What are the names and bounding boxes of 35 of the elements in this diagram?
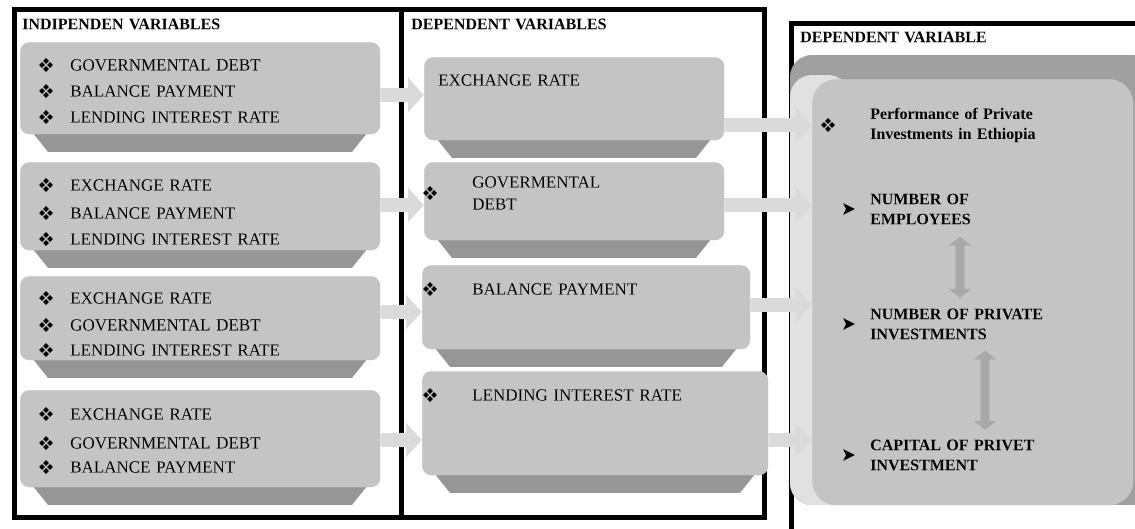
item-text: BALANCE PAYMENT — [70, 85, 235, 97]
item-text: LENDING INTEREST RATE — [70, 344, 279, 356]
item-text: BALANCE PAYMENT — [472, 283, 637, 295]
variable-box — [422, 265, 751, 367]
item-text: BALANCE PAYMENT — [70, 461, 235, 473]
item-text: NUMBER OF PRIVATE INVESTMENTS — [870, 308, 1043, 340]
item-text: GOVERMENTAL DEBT — [472, 176, 600, 210]
arrow — [973, 350, 997, 430]
item-text: LENDING INTEREST RATE — [70, 111, 279, 123]
item-text: CAPITAL OF PRIVET INVESTMENT — [870, 439, 1035, 471]
item-text: EXCHANGE RATE — [438, 74, 579, 86]
variable-box — [423, 162, 725, 258]
variable-box — [20, 390, 381, 505]
variable-box — [422, 371, 769, 493]
variable-box — [20, 42, 381, 152]
item-text: Performance of Private Investments in Ethiopia — [870, 107, 1036, 143]
item-text: EXCHANGE RATE — [70, 179, 211, 191]
heading: DEPENDENT VARIABLES — [411, 18, 606, 30]
arrow — [948, 236, 972, 298]
variable-box — [424, 57, 725, 158]
heading: INDIPENDEN VARIABLES — [22, 18, 220, 30]
item-text: LENDING INTEREST RATE — [472, 389, 681, 401]
variable-box — [20, 276, 381, 378]
item-text: EXCHANGE RATE — [70, 408, 211, 420]
column-panel — [399, 7, 767, 520]
item-text: NUMBER OF EMPLOYEES — [870, 193, 970, 225]
variable-box — [20, 162, 381, 268]
item-text: LENDING INTEREST RATE — [70, 233, 279, 245]
outcome-item — [843, 193, 970, 225]
item-text: GOVERNMENTAL DEBT — [70, 437, 261, 449]
item-text: EXCHANGE RATE — [70, 292, 211, 304]
item-text: BALANCE PAYMENT — [70, 207, 235, 219]
heading: DEPENDENT VARIABLE — [800, 31, 986, 43]
item-text: GOVERNMENTAL DEBT — [70, 319, 261, 331]
item-text: GOVERNMENTAL DEBT — [70, 59, 261, 71]
